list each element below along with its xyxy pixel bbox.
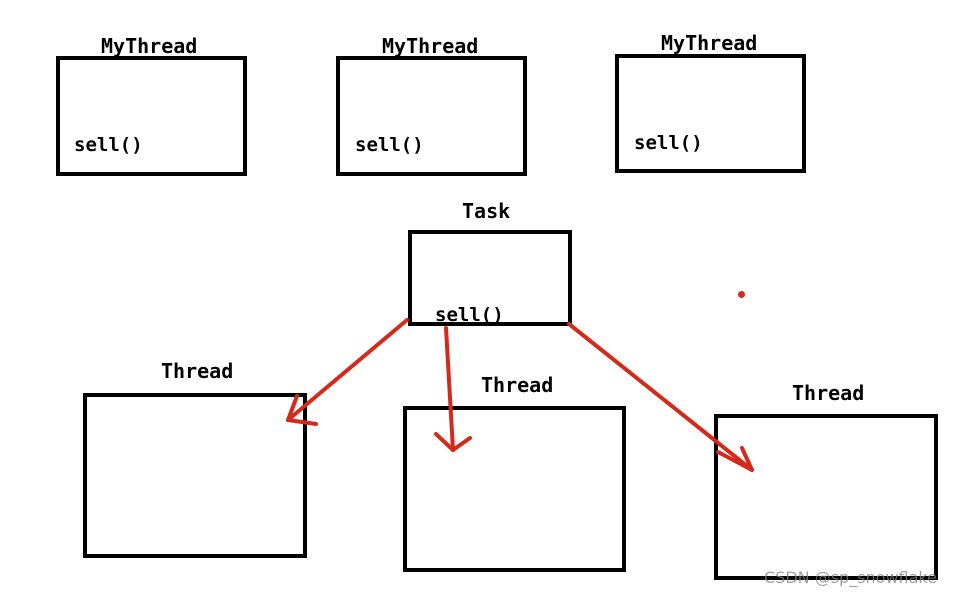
thread-title-3: Thread <box>792 381 865 405</box>
task-title: Task <box>462 199 511 223</box>
mythread-box-1 <box>56 56 247 176</box>
task-method: sell() <box>435 304 504 326</box>
mythread-box-2 <box>336 56 527 176</box>
stray-dot <box>738 291 745 298</box>
thread-box-1 <box>83 393 307 558</box>
mythread-title-2: MyThread <box>382 34 479 58</box>
task-box <box>408 230 572 326</box>
mythread-title-1: MyThread <box>101 34 198 58</box>
thread-title-1: Thread <box>161 359 234 383</box>
thread-box-2 <box>403 406 626 572</box>
mythread-method-2: sell() <box>355 134 424 156</box>
mythread-box-3 <box>615 54 806 173</box>
mythread-method-1: sell() <box>74 134 143 156</box>
mythread-title-3: MyThread <box>661 31 758 55</box>
watermark: CSDN @sp_snowflake <box>764 568 937 587</box>
thread-box-3 <box>714 414 938 580</box>
thread-title-2: Thread <box>481 373 554 397</box>
mythread-method-3: sell() <box>634 132 703 154</box>
